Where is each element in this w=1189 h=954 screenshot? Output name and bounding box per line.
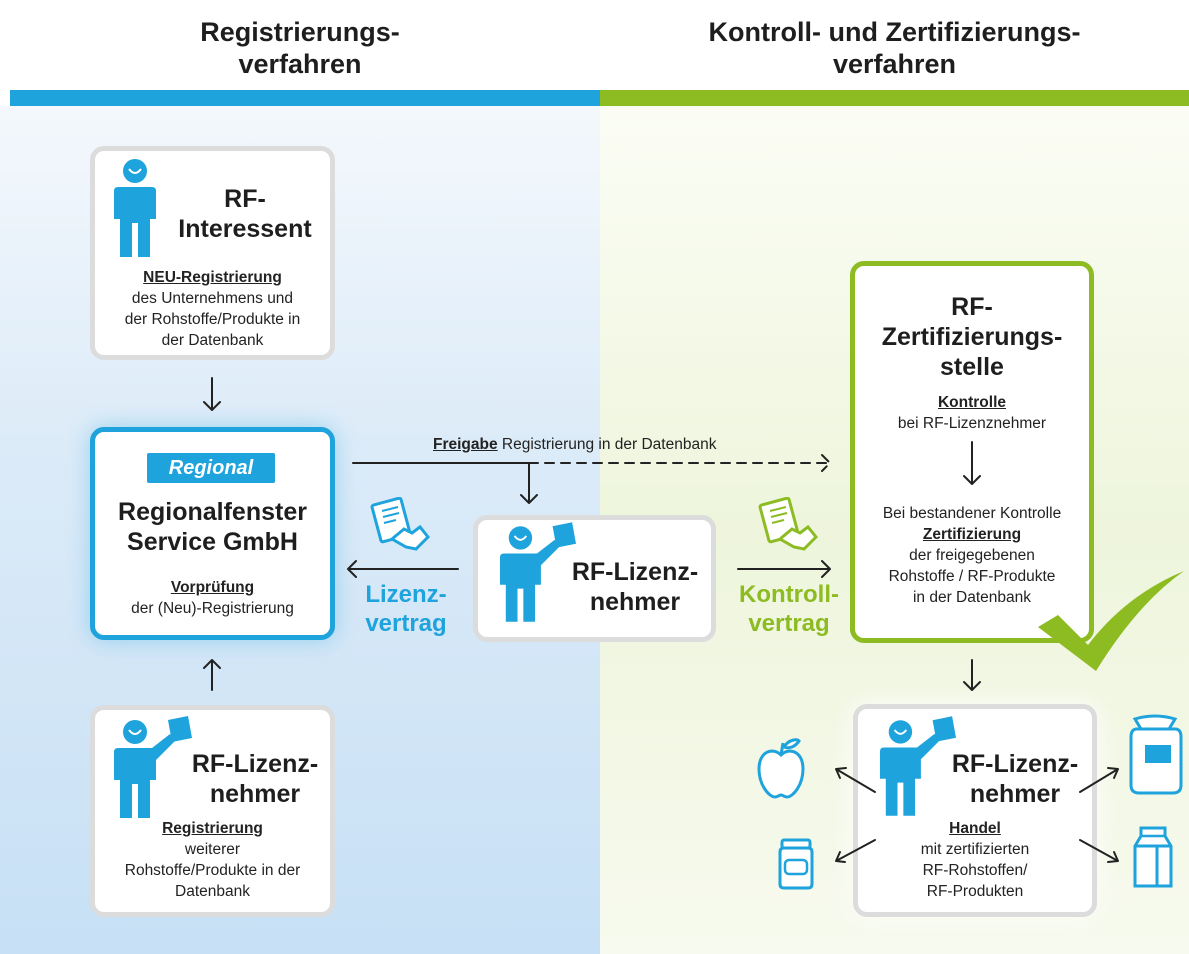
lizenz-handel-line1: mit zertifizierten — [920, 841, 1030, 858]
zert-line2: Bei bestandener Kontrolle — [882, 505, 1062, 522]
person-with-document-icon — [112, 716, 192, 825]
service-title-line1: Regionalfenster — [118, 498, 307, 526]
interessent-title-line2: Interessent — [178, 215, 312, 243]
zert-control-text: Kontrolle bei RF-Lizenznehmer — [855, 392, 1089, 434]
interessent-title-line1: RF- — [224, 185, 266, 213]
interessent-line3: der Datenbank — [161, 332, 264, 349]
zert-line5: in der Datenbank — [912, 589, 1032, 606]
arrow-down-kontrolle — [963, 441, 981, 485]
interessent-heading: NEU-Registrierung — [143, 269, 282, 286]
freigabe-rest: Registrierung in der Datenbank — [497, 436, 717, 453]
contract-handshake-icon — [370, 496, 431, 558]
lizenz-bottom-title-line2: nehmer — [209, 780, 301, 808]
jar-icon — [776, 838, 816, 895]
green-divider-bar — [600, 90, 1189, 106]
arrow-to-apple — [835, 767, 876, 793]
lizenz-bottom-title: RF-Lizenz- nehmer — [180, 749, 330, 809]
header-registration-line2: verfahren — [238, 49, 362, 79]
arrow-down-zertifizierung — [963, 659, 981, 691]
lizenz-handel-title-line2: nehmer — [969, 780, 1061, 808]
arrow-down-interessent — [203, 377, 221, 411]
zert-line4: Rohstoffe / RF-Produkte — [888, 568, 1056, 585]
interessent-line2: der Rohstoffe/Produkte in — [124, 311, 301, 328]
arrow-to-sack — [1079, 767, 1119, 793]
lizenz-bottom-line3: Datenbank — [175, 883, 250, 900]
zert-cert-text: Bei bestandener Kontrolle Zertifizierung… — [855, 503, 1089, 608]
lizenz-handel-heading: Handel — [949, 820, 1001, 837]
zert-heading: Kontrolle — [937, 394, 1007, 411]
zert-title-line2: Zertifizierungs- — [881, 323, 1063, 351]
lizenzvertrag-line1: Lizenz- — [365, 581, 447, 608]
lizenz-bottom-text: Registrierung weiterer Rohstoffe/Produkt… — [95, 818, 330, 902]
interessent-text: NEU-Registrierung des Unternehmens und d… — [95, 267, 330, 351]
zert-title: RF- Zertifizierungs- stelle — [855, 292, 1089, 382]
header-registration: Registrierungs- verfahren — [0, 16, 600, 80]
header-certification: Kontroll- und Zertifizierungs- verfahren — [600, 16, 1189, 80]
arrow-right-kontrollvertrag — [737, 560, 831, 578]
zert-line1: bei RF-Lizenznehmer — [897, 415, 1047, 432]
person-icon — [112, 157, 158, 264]
zert-line3: der freigegebenen — [909, 547, 1035, 564]
service-text: Vorprüfung der (Neu)-Registrierung — [95, 577, 330, 619]
regional-logo: Regional — [147, 453, 275, 483]
apple-icon — [755, 737, 807, 806]
person-with-document-icon — [878, 715, 956, 824]
zert-heading2: Zertifizierung — [922, 526, 1022, 543]
kontrollvertrag-label: Kontroll- vertrag — [730, 580, 848, 638]
interessent-line1: des Unternehmens und — [131, 290, 294, 307]
arrow-to-jar — [835, 839, 876, 863]
lizenz-bottom-heading: Registrierung — [162, 820, 263, 837]
service-heading: Vorprüfung — [170, 579, 255, 596]
milk-carton-icon — [1133, 826, 1173, 893]
arrow-to-milk — [1079, 839, 1119, 863]
lizenz-center-title-line1: RF-Lizenz- — [571, 558, 699, 586]
lizenz-center-title-line2: nehmer — [589, 588, 681, 616]
checkmark-icon — [1036, 565, 1186, 678]
arrow-up-lizenznehmer — [203, 659, 221, 691]
freigabe-label: Freigabe Registrierung in der Datenbank — [433, 435, 716, 455]
service-title-line2: Service GmbH — [127, 528, 298, 556]
regional-logo-text: Regional — [168, 457, 254, 479]
lizenz-bottom-line1: weiterer — [184, 841, 241, 858]
lizenzvertrag-line2: vertrag — [365, 610, 447, 637]
lizenz-handel-title: RF-Lizenz- nehmer — [940, 749, 1090, 809]
lizenz-bottom-line2: Rohstoffe/Produkte in der — [124, 862, 301, 879]
service-line1: der (Neu)-Registrierung — [131, 600, 294, 617]
person-with-document-icon — [498, 521, 576, 630]
lizenz-bottom-title-line1: RF-Lizenz- — [191, 750, 319, 778]
arrow-freigabe-dashed — [528, 454, 831, 472]
lizenz-handel-title-line1: RF-Lizenz- — [951, 750, 1079, 778]
lizenz-handel-text: Handel mit zertifizierten RF-Rohstoffen/… — [858, 818, 1092, 902]
contract-handshake-icon — [758, 496, 819, 558]
lizenz-center-title: RF-Lizenz- nehmer — [565, 557, 705, 617]
zert-title-line1: RF- — [951, 293, 993, 321]
sack-icon — [1127, 713, 1185, 800]
header-certification-line2: verfahren — [832, 49, 957, 79]
lizenz-handel-line2: RF-Rohstoffen/ — [922, 862, 1028, 879]
blue-divider-bar — [10, 90, 600, 106]
freigabe-bold: Freigabe — [433, 436, 498, 453]
interessent-title: RF- Interessent — [170, 184, 320, 244]
lizenzvertrag-label: Lizenz- vertrag — [356, 580, 456, 638]
header-registration-line1: Registrierungs- — [200, 17, 400, 47]
kontrollvertrag-line1: Kontroll- — [739, 581, 839, 608]
header-certification-line1: Kontroll- und Zertifizierungs- — [708, 17, 1081, 47]
service-title: Regionalfenster Service GmbH — [95, 497, 330, 557]
arrow-left-lizenzvertrag — [347, 560, 459, 578]
zert-title-line3: stelle — [940, 353, 1004, 381]
lizenz-handel-line3: RF-Produkten — [926, 883, 1024, 900]
arrow-freigabe-to-lizenznehmer — [352, 462, 538, 504]
kontrollvertrag-line2: vertrag — [748, 610, 830, 637]
